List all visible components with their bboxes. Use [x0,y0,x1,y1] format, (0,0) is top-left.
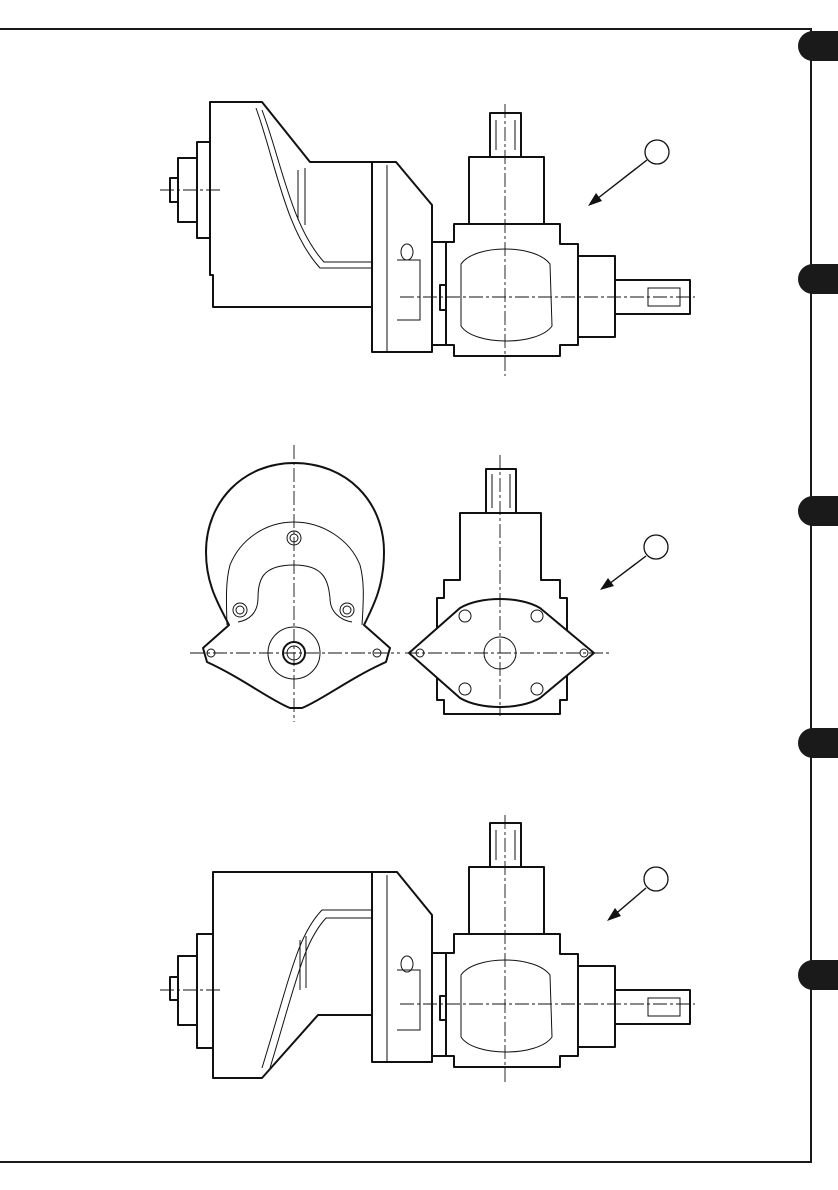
gearbox-end-view-shaft [486,469,516,513]
vertical-shaft [490,113,521,157]
callout-bubble-bottom [644,867,668,891]
gearbox-body [446,224,578,356]
side-view-bottom [160,815,695,1085]
motor-housing-bottom [213,872,372,1078]
gearbox-body-bottom [446,934,578,1067]
vertical-shaft-bottom [490,823,521,867]
output-flange [578,256,615,337]
adapter-housing-bottom [372,872,432,1062]
vertical-shaft-housing-bottom [469,867,544,934]
output-shaft-bottom [615,990,690,1024]
output-flange-bottom [578,966,615,1047]
callout-bubble-top [645,140,669,164]
end-views-middle [190,445,668,722]
callout-bubble-middle [644,535,668,559]
motor-housing [210,102,372,307]
side-view-top [160,102,695,376]
vertical-shaft-housing [469,157,544,224]
motor-end-view [203,463,390,708]
